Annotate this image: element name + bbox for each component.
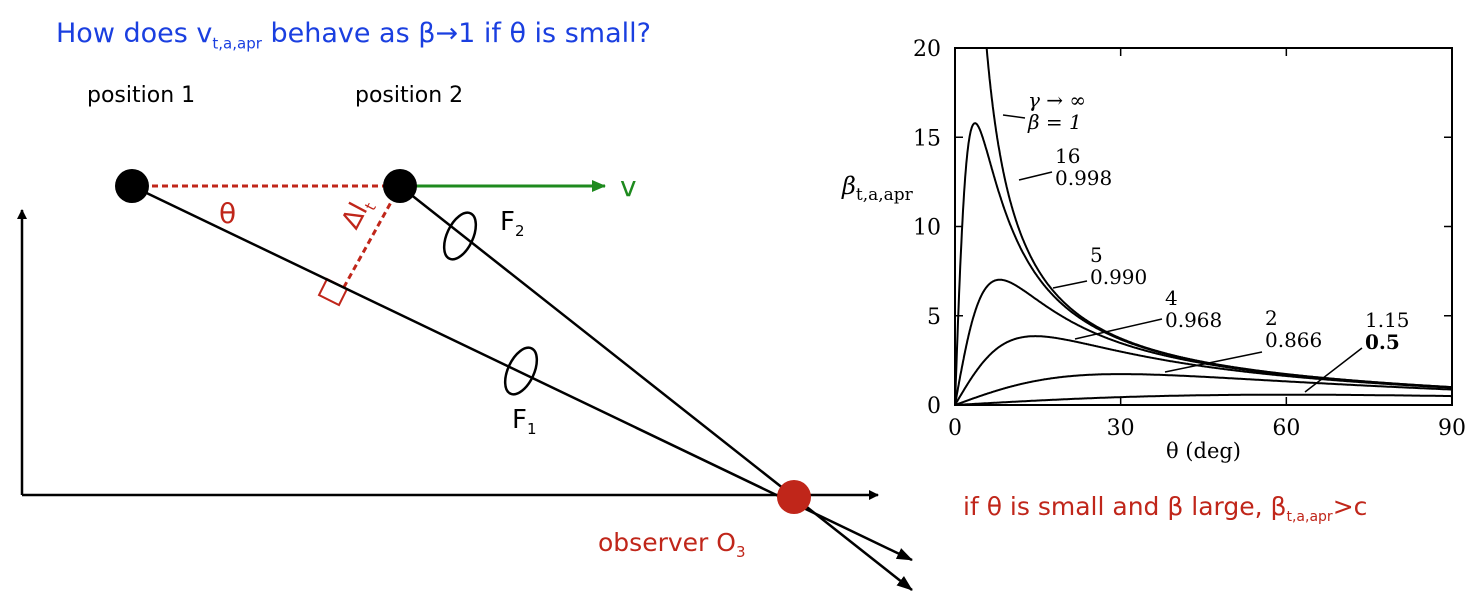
annotation-label-1: 4 (1165, 286, 1178, 310)
position-1-dot (115, 169, 149, 203)
annotation-label-2: 0.866 (1265, 328, 1322, 352)
f1-main: F (512, 405, 527, 435)
annotation-leader (1002, 114, 1026, 119)
y-tick-label: 0 (927, 394, 941, 419)
conclusion-note: if θ is small and β large, βt,a,apr>c (963, 492, 1367, 525)
annotation-label-1: 5 (1090, 243, 1103, 267)
f2-label: F2 (500, 207, 525, 240)
v-label: v (620, 170, 637, 203)
annotation-label-2: 0.5 (1365, 330, 1400, 354)
x-tick-label: 90 (1438, 416, 1466, 441)
series-line (955, 335, 1452, 405)
annotation-label-2: 0.990 (1090, 265, 1147, 289)
title-sub: t,a,apr (212, 34, 262, 53)
y-axis-label: βt,a,apr (842, 172, 913, 205)
series-line (955, 373, 1452, 405)
ray-2 (399, 185, 913, 591)
annotation-leader (1052, 280, 1088, 289)
title-suffix: behave as β→1 if θ is small? (261, 18, 651, 49)
position-1-label: position 1 (87, 83, 196, 108)
f1-label: F1 (512, 405, 537, 438)
observer-dot (777, 480, 811, 514)
x-axis-label: θ (deg) (1166, 439, 1241, 463)
f2-main: F (500, 207, 515, 237)
series-line (955, 393, 1452, 405)
y-axis-label-sub: t,a,apr (855, 184, 913, 205)
annotation-leader (1304, 347, 1363, 393)
note-sub: t,a,apr (1286, 509, 1333, 525)
x-tick-label: 0 (948, 416, 962, 441)
annotation-label-2: 0.968 (1165, 308, 1222, 332)
f2-sub: 2 (514, 222, 525, 241)
annotation-label-1: 2 (1265, 306, 1278, 330)
note-prefix: if θ is small and β large, β (963, 492, 1287, 521)
annotation-label-1: γ → ∞ (1028, 88, 1086, 112)
wavefront-f1 (503, 346, 539, 396)
series-line (955, 122, 1452, 398)
slide-title: How does vt,a,apr behave as β→1 if θ is … (56, 18, 651, 52)
y-tick-label: 10 (913, 216, 941, 241)
title-prefix: How does v (56, 18, 213, 49)
annotation-label-2: 0.998 (1055, 166, 1112, 190)
wavefront-f2 (442, 211, 478, 261)
observer-sub: 3 (735, 543, 746, 561)
f1-sub: 1 (526, 420, 537, 439)
y-axis-label-main: β (842, 172, 856, 200)
note-suffix: >c (1332, 492, 1368, 521)
annotation-label-1: 16 (1055, 144, 1080, 168)
annotation-label-1: 1.15 (1365, 308, 1410, 332)
y-tick-label: 5 (927, 305, 941, 330)
annotation-leader (1164, 351, 1263, 373)
y-tick-label: 20 (913, 37, 941, 62)
x-tick-label: 30 (1107, 416, 1135, 441)
x-tick-label: 60 (1272, 416, 1300, 441)
position-2-dot (383, 169, 417, 203)
position-2-label: position 2 (355, 83, 464, 108)
annotation-leader (1018, 171, 1053, 181)
annotation-label-2: β = 1 (1027, 110, 1082, 134)
y-tick-label: 15 (913, 126, 941, 151)
annotation-leader (1074, 318, 1163, 340)
theta-label: θ (219, 197, 237, 230)
observer-label: observer O3 (598, 528, 745, 561)
observer-main: observer O (598, 528, 736, 557)
